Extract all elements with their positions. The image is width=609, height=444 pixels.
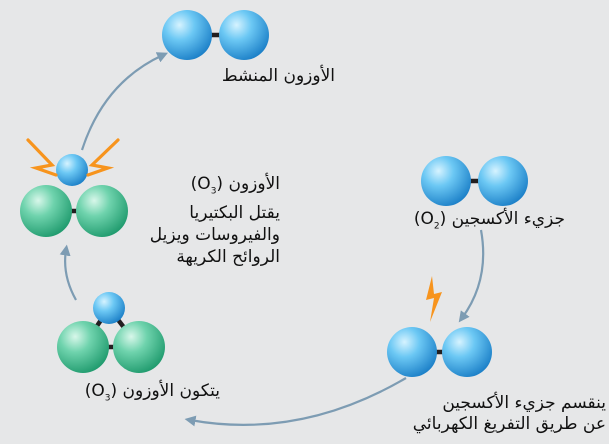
oxygen-molecule-text: جزيء الأكسجين (O <box>420 209 565 229</box>
ozone-effects-close: ) <box>190 174 198 194</box>
ozone-forms-text: يتكون الأوزون (O <box>91 381 220 401</box>
ozone-effects-line3: والفيروسات ويزيل <box>149 225 280 246</box>
oxygen-molecule <box>421 156 528 206</box>
oxygen-atom <box>56 154 88 186</box>
ozone-effects-subscript: 3 <box>210 186 217 197</box>
active-ozone-molecule <box>162 10 269 60</box>
label-active-ozone: الأوزون المنشط <box>150 66 335 87</box>
ozone-forms-molecule <box>57 292 165 373</box>
oxygen-atom <box>478 156 528 206</box>
ozone-base-atom <box>113 321 165 373</box>
lightning-bolt-icon <box>426 276 442 322</box>
split-oxygen-line1: ينقسم جزيء الأكسجين <box>442 393 606 413</box>
oxygen-atom <box>162 10 212 60</box>
oxygen-close: ) <box>413 209 421 229</box>
label-oxygen-molecule: جزيء الأكسجين (O2) <box>360 209 565 237</box>
oxygen-atom <box>442 327 492 377</box>
label-split-oxygen: ينقسم جزيء الأكسجين عن طريق التفريغ الكه… <box>380 393 606 435</box>
oxygen-atom <box>421 156 471 206</box>
label-ozone-effects: الأوزون (O3) يقتل البكتيريا والفيروسات و… <box>120 173 280 268</box>
ozone-effects-line4: الروائح الكريهة <box>176 247 280 268</box>
ozone-base-atom <box>20 185 72 237</box>
ozone-base-atom <box>57 321 109 373</box>
ozone-base-atom <box>76 185 128 237</box>
active-ozone-text: الأوزون المنشط <box>221 66 335 86</box>
arrow-split-to-ozone-forms <box>184 377 407 427</box>
split-oxygen-line2: عن طريق التفريغ الكهربائي <box>412 414 606 434</box>
ozone-forms-close: ) <box>84 381 92 401</box>
oxygen-atom <box>219 10 269 60</box>
ozone-forms-subscript: 3 <box>104 393 111 404</box>
oxygen-atom <box>387 327 437 377</box>
oxygen-subscript: 2 <box>433 221 440 232</box>
label-ozone-forms: يتكون الأوزون (O3) <box>60 381 220 409</box>
ozone-effects-line1: الأوزون (O3) <box>120 173 280 202</box>
arrow-oxygen-to-split <box>458 229 485 323</box>
oxygen-atom <box>93 292 125 324</box>
arrow-ozone-to-active-ozone <box>80 52 169 151</box>
burst-lines-icon <box>26 138 120 177</box>
split-oxygen-molecule <box>387 327 492 377</box>
ozone-effects-line1-text: الأوزون (O <box>197 174 280 194</box>
ozone-molecule <box>20 154 128 237</box>
ozone-effects-line2: يقتل البكتيريا <box>189 203 280 224</box>
arrow-ozone-forms-to-ozone <box>59 244 77 301</box>
